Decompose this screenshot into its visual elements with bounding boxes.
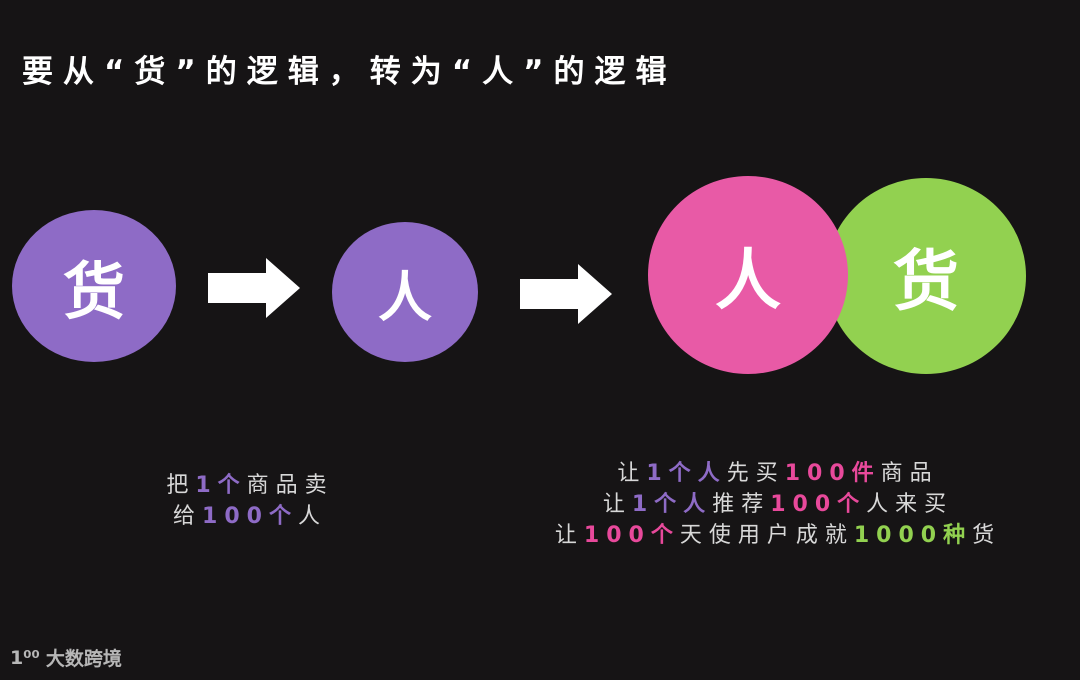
goods-circle-left: 货	[12, 210, 176, 362]
caption-text: 让	[617, 461, 647, 486]
caption-left-line-1: 把1个商品卖	[130, 470, 370, 501]
caption-right-line-1: 让1个人先买100件商品	[498, 458, 1058, 489]
caption-highlight-number: 1	[631, 492, 655, 517]
caption-highlight-word: 人	[683, 492, 713, 517]
caption-text: 先买	[726, 461, 785, 486]
caption-text: 推荐	[712, 492, 771, 517]
slide-title: 要从“货”的逻辑，转为“人”的逻辑	[22, 54, 677, 90]
people-circle-right-label: 人	[715, 242, 781, 319]
caption-text: 天使用户成就	[679, 523, 854, 548]
caption-text: 把	[166, 473, 196, 498]
brand-name: 大数跨境	[45, 648, 122, 670]
caption-right-line-2: 让1个人推荐100个人来买	[498, 489, 1058, 520]
caption-left: 把1个商品卖 给100个人	[130, 470, 370, 532]
caption-highlight-unit: 个	[217, 473, 247, 498]
caption-highlight-unit: 个	[668, 461, 698, 486]
caption-highlight-number: 1000	[853, 523, 944, 548]
caption-text: 给	[173, 504, 203, 529]
caption-right-line-3: 让100个天使用户成就1000种货	[498, 520, 1058, 551]
caption-text: 让	[554, 523, 584, 548]
people-circle-middle: 人	[332, 222, 478, 362]
caption-highlight-number: 100	[784, 461, 852, 486]
caption-highlight-unit: 个	[650, 523, 680, 548]
caption-highlight-unit: 个	[837, 492, 867, 517]
watermark: 1⁰⁰ 大数跨境	[10, 644, 122, 671]
goods-circle-right-label: 货	[893, 243, 959, 320]
caption-highlight-number: 100	[583, 523, 651, 548]
caption-highlight-unit: 种	[943, 523, 973, 548]
goods-circle-right: 货	[826, 178, 1026, 374]
goods-circle-left-label: 货	[62, 255, 125, 328]
caption-highlight-number: 1	[195, 473, 218, 498]
caption-right: 让1个人先买100件商品 让1个人推荐100个人来买 让100个天使用户成就10…	[498, 458, 1058, 551]
caption-text: 商品卖	[246, 473, 334, 498]
caption-text: 人来买	[866, 492, 954, 517]
caption-highlight-unit: 个	[268, 504, 298, 529]
people-circle-middle-label: 人	[378, 265, 432, 329]
caption-highlight-number: 100	[202, 504, 269, 529]
caption-highlight-number: 100	[770, 492, 838, 517]
people-circle-right: 人	[648, 176, 848, 374]
caption-highlight-unit: 件	[851, 461, 881, 486]
caption-text: 让	[602, 492, 632, 517]
caption-text: 商品	[880, 461, 939, 486]
caption-highlight-unit: 个	[654, 492, 684, 517]
caption-text: 人	[297, 504, 327, 529]
brand-logo-icon: 1⁰⁰	[10, 646, 40, 669]
caption-left-line-2: 给100个人	[130, 501, 370, 532]
arrow-right-icon	[208, 258, 300, 318]
caption-highlight-word: 人	[697, 461, 727, 486]
caption-highlight-number: 1	[646, 461, 669, 486]
arrow-right-icon	[520, 264, 612, 324]
caption-text: 货	[972, 523, 1002, 548]
